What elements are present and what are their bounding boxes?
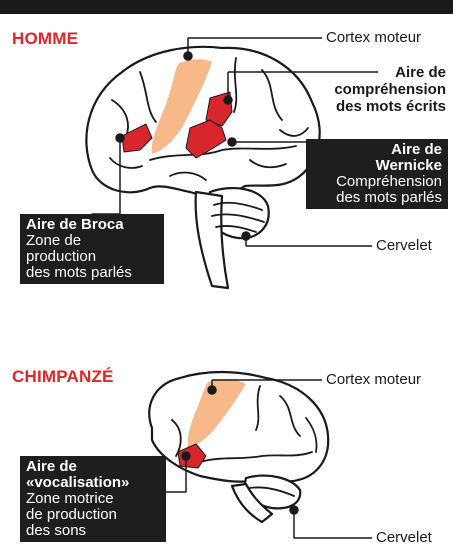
vocalization-label-box: Aire de «vocalisation» Zone motrice de p…	[20, 456, 166, 542]
vocalization-line1: Aire de	[26, 459, 160, 475]
broca-line3: production	[26, 249, 158, 265]
wernicke-line4: des mots parlés	[312, 190, 442, 206]
wernicke-line2: Wernicke	[312, 158, 442, 174]
vocalization-line5: des sons	[26, 523, 160, 539]
written-words-area-label: Aire de compréhension des mots écrits	[296, 64, 446, 115]
broca-line4: des mots parlés	[26, 265, 158, 281]
chimp-motor-cortex-label: Cortex moteur	[326, 371, 421, 388]
written-words-line1: Aire de	[296, 64, 446, 81]
wernicke-line3: Compréhension	[312, 174, 442, 190]
human-cerebellum-label: Cervelet	[376, 237, 432, 254]
chimp-cerebellum-label: Cervelet	[376, 529, 432, 546]
broca-line2: Zone de	[26, 233, 158, 249]
broca-label-box: Aire de Broca Zone de production des mot…	[20, 214, 164, 284]
wernicke-label-box: Aire de Wernicke Compréhension des mots …	[306, 139, 448, 209]
written-words-line2: compréhension	[296, 81, 446, 98]
vocalization-line3: Zone motrice	[26, 491, 160, 507]
chimp-title: CHIMPANZÉ	[12, 367, 114, 387]
human-motor-cortex-label: Cortex moteur	[326, 29, 421, 46]
written-words-line3: des mots écrits	[296, 98, 446, 115]
vocalization-line2: «vocalisation»	[26, 475, 160, 491]
vocalization-line4: de production	[26, 507, 160, 523]
broca-line1: Aire de Broca	[26, 217, 158, 233]
wernicke-line1: Aire de	[312, 142, 442, 158]
